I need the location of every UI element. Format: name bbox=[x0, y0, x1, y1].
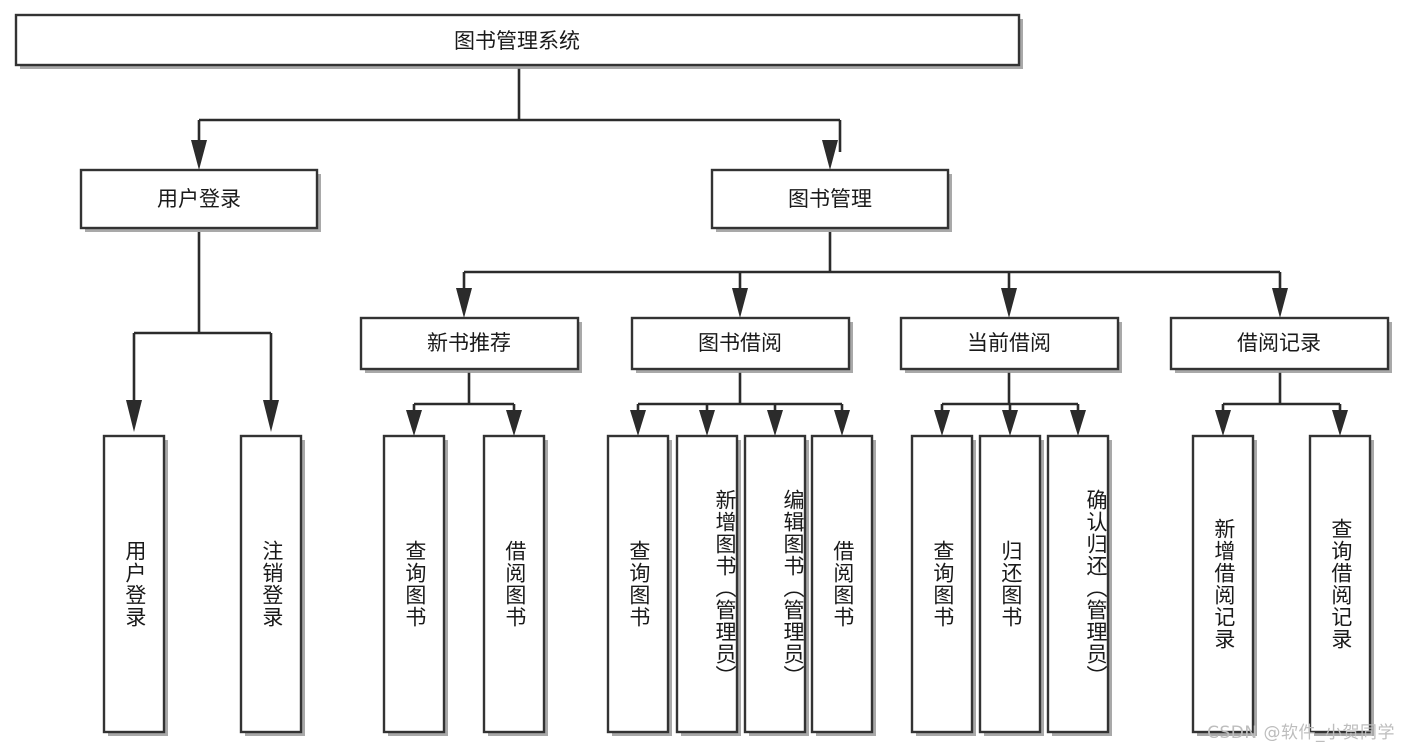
node-leaf-query-book-3[interactable] bbox=[910, 434, 976, 736]
node-book-borrow-label: 图书借阅 bbox=[698, 331, 782, 355]
arrow-head-icon bbox=[1001, 288, 1017, 318]
watermark-text: CSDN @软件_小贺同学 bbox=[1207, 723, 1395, 743]
connector-currentborrow-to-leaves bbox=[934, 372, 1086, 436]
connector-bookborrow-to-leaves bbox=[630, 372, 850, 436]
node-new-book-recommend[interactable]: 新书推荐 bbox=[359, 316, 582, 373]
arrow-head-icon bbox=[1332, 410, 1348, 436]
arrow-head-icon bbox=[263, 400, 279, 432]
node-current-borrow-label: 当前借阅 bbox=[967, 331, 1051, 355]
arrow-head-icon bbox=[1215, 410, 1231, 436]
node-book-manage[interactable]: 图书管理 bbox=[710, 168, 952, 232]
node-leaf-user-logout[interactable] bbox=[239, 434, 305, 736]
connector-newbook-to-leaves bbox=[406, 372, 522, 436]
connector-bookmanage-to-level3 bbox=[456, 232, 1288, 318]
node-leaf-edit-book[interactable] bbox=[743, 434, 809, 736]
node-user-login-label: 用户登录 bbox=[157, 187, 241, 211]
arrow-head-icon bbox=[1002, 410, 1018, 436]
arrow-head-icon bbox=[767, 410, 783, 436]
node-root[interactable]: 图书管理系统 bbox=[14, 13, 1023, 69]
node-leaf-query-book-2[interactable] bbox=[606, 434, 672, 736]
arrow-head-icon bbox=[1272, 288, 1288, 318]
node-book-manage-label: 图书管理 bbox=[788, 187, 872, 211]
node-current-borrow[interactable]: 当前借阅 bbox=[899, 316, 1122, 373]
arrow-head-icon bbox=[822, 140, 838, 170]
node-borrow-record[interactable]: 借阅记录 bbox=[1169, 316, 1392, 373]
arrow-head-icon bbox=[699, 410, 715, 436]
node-leaf-borrow-book-2[interactable] bbox=[810, 434, 876, 736]
arrow-head-icon bbox=[834, 410, 850, 436]
node-leaf-query-book-1[interactable] bbox=[382, 434, 448, 736]
arrow-head-icon bbox=[934, 410, 950, 436]
arrow-head-icon bbox=[630, 410, 646, 436]
arrow-head-icon bbox=[506, 410, 522, 436]
arrow-head-icon bbox=[126, 400, 142, 432]
node-borrow-record-label: 借阅记录 bbox=[1237, 331, 1321, 355]
node-leaf-borrow-book-1[interactable] bbox=[482, 434, 548, 736]
node-leaf-user-login[interactable] bbox=[102, 434, 168, 736]
node-book-borrow[interactable]: 图书借阅 bbox=[630, 316, 853, 373]
connector-root-to-level2 bbox=[191, 68, 842, 170]
arrow-head-icon bbox=[406, 410, 422, 436]
node-user-login[interactable]: 用户登录 bbox=[79, 168, 321, 232]
node-leaf-add-book[interactable] bbox=[675, 434, 741, 736]
node-root-label: 图书管理系统 bbox=[454, 29, 580, 53]
node-leaf-add-record[interactable] bbox=[1191, 434, 1257, 736]
arrow-head-icon bbox=[732, 288, 748, 318]
node-leaf-confirm-return[interactable] bbox=[1046, 434, 1112, 736]
connector-userlogin-to-leaves bbox=[126, 232, 279, 432]
arrow-head-icon bbox=[191, 140, 207, 170]
arrow-head-icon bbox=[456, 288, 472, 318]
node-leaf-return-book[interactable] bbox=[978, 434, 1044, 736]
connector-borrowrecord-to-leaves bbox=[1215, 372, 1348, 436]
arrow-head-icon bbox=[1070, 410, 1086, 436]
node-leaf-query-record[interactable] bbox=[1308, 434, 1374, 736]
node-new-book-recommend-label: 新书推荐 bbox=[427, 331, 511, 355]
